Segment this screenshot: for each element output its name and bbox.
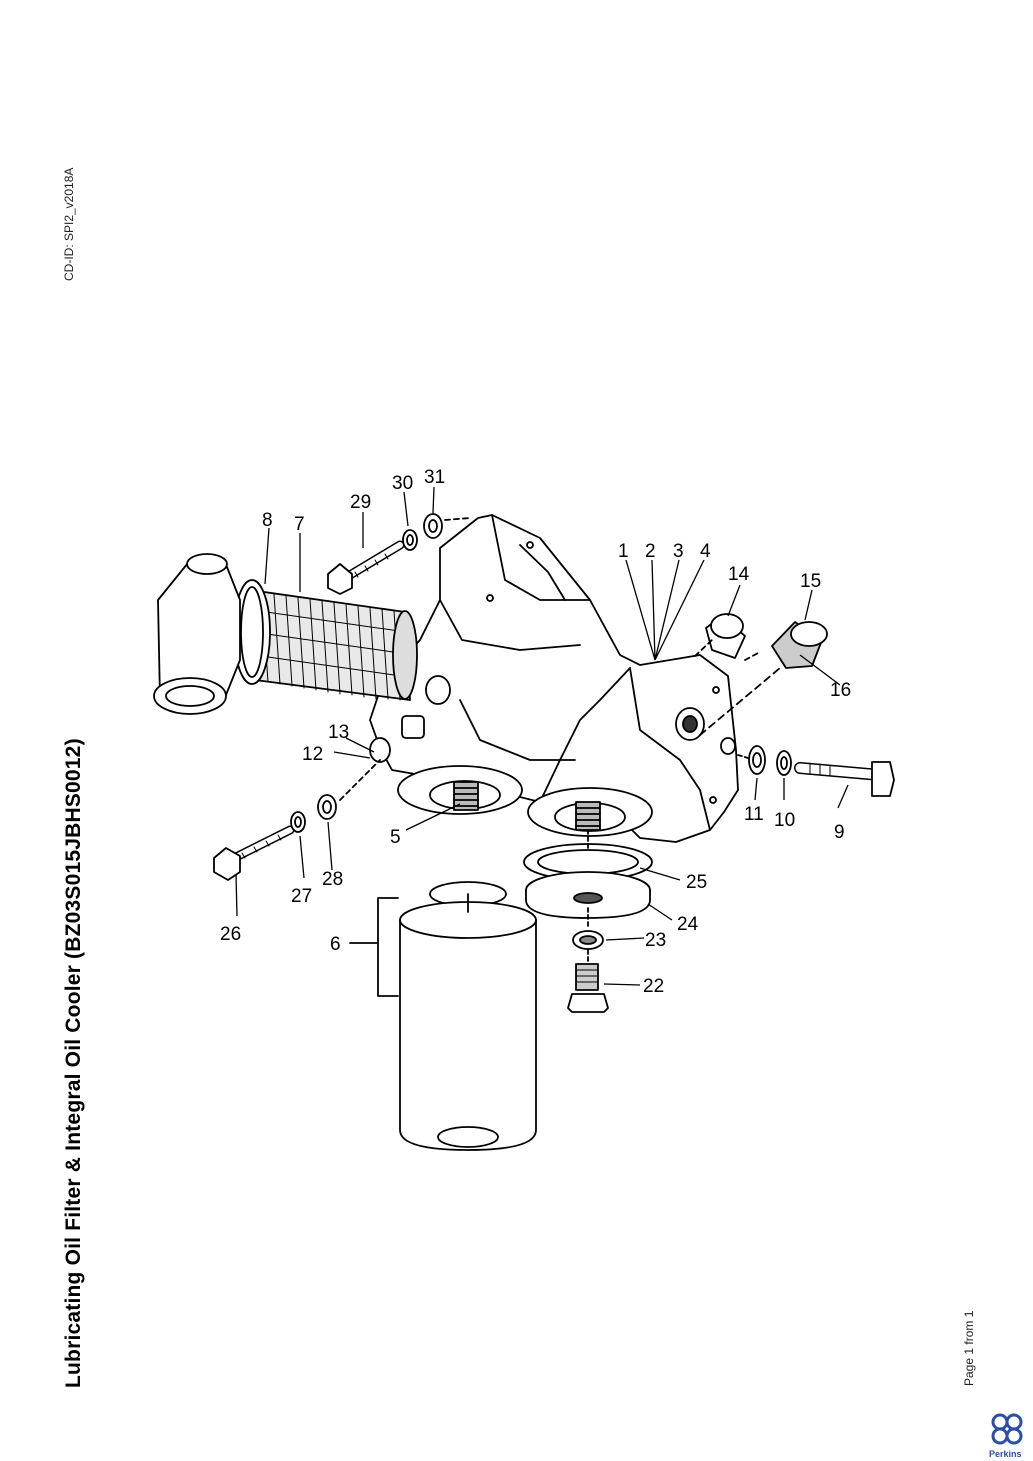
callout-31: 31 — [424, 467, 445, 488]
callout-27: 27 — [291, 886, 312, 907]
perkins-logo-text: Perkins — [989, 1449, 1022, 1459]
callout-13: 13 — [328, 722, 349, 743]
callout-29: 29 — [350, 492, 371, 513]
callout-1: 1 — [618, 541, 629, 562]
callout-15: 15 — [800, 571, 821, 592]
callout-14: 14 — [728, 564, 750, 585]
callout-7: 7 — [294, 514, 305, 535]
callout-30: 30 — [392, 473, 413, 494]
callout-9: 9 — [834, 822, 845, 843]
callout-5: 5 — [390, 827, 401, 848]
callout-16: 16 — [830, 680, 851, 701]
callout-8: 8 — [262, 510, 273, 531]
callout-11: 11 — [744, 804, 764, 825]
perkins-logo — [991, 1413, 1023, 1445]
callout-4: 4 — [700, 541, 711, 562]
callout-12: 12 — [302, 744, 323, 765]
callout-22: 22 — [643, 976, 664, 997]
callout-2: 2 — [645, 541, 656, 562]
callout-28: 28 — [322, 869, 343, 890]
callout-3: 3 — [673, 541, 684, 562]
cooler-core — [249, 589, 411, 701]
callout-6: 6 — [330, 934, 341, 955]
oil-filter-6 — [399, 919, 537, 1151]
callout-25: 25 — [686, 872, 707, 893]
callout-26: 26 — [220, 924, 241, 945]
callout-10: 10 — [774, 810, 795, 831]
callout-24: 24 — [677, 914, 699, 935]
callout-23: 23 — [645, 930, 666, 951]
